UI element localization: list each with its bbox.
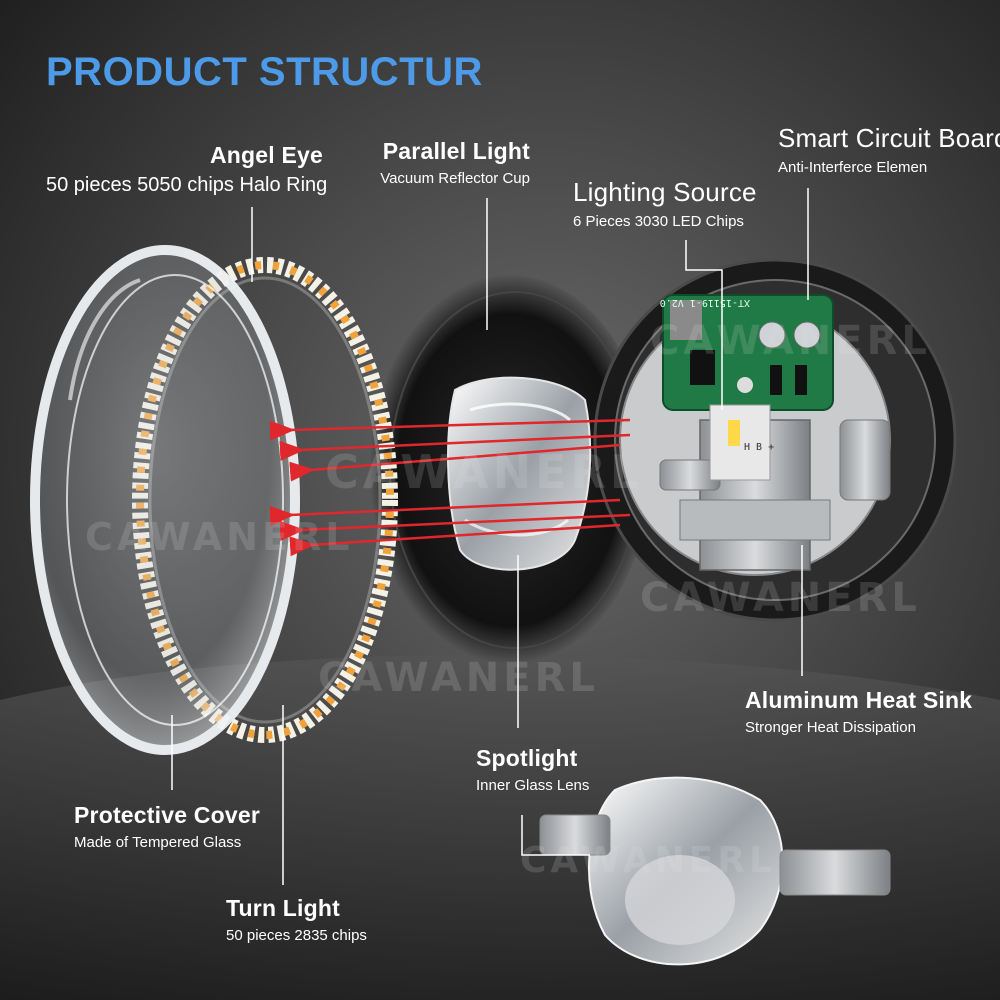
label-desc: Made of Tempered Glass xyxy=(74,834,242,851)
label-title: Spotlight xyxy=(476,745,578,771)
smart-circuit-board: XT-15119-1 V2.0 H B + xyxy=(660,294,834,481)
label-title: Protective Cover xyxy=(74,802,260,828)
aluminum-heat-sink xyxy=(659,419,891,571)
led-plate-print: H B + xyxy=(744,442,774,453)
label-turn-light: Turn Light 50 pieces 2835 chips xyxy=(226,895,367,944)
watermark: CAWANERL xyxy=(85,515,354,559)
watermark: CAWANERL xyxy=(520,840,776,881)
label-desc: 50 pieces 2835 chips xyxy=(226,927,367,944)
spotlight-lens-detail xyxy=(539,776,891,966)
label-aluminum-heat-sink: Aluminum Heat Sink Stronger Heat Dissipa… xyxy=(745,687,972,736)
label-title: Angel Eye xyxy=(209,142,323,168)
watermark: CAWANERL xyxy=(650,318,931,364)
page-title: PRODUCT STRUCTUR xyxy=(46,50,483,94)
label-smart-circuit-board: Smart Circuit Board Anti-Interferce Elem… xyxy=(778,123,1000,176)
label-title: Lighting Source xyxy=(573,177,757,207)
label-angel-eye: Angel Eye 50 pieces 5050 chips Halo Ring xyxy=(46,142,328,197)
protective-cover-glass xyxy=(30,245,300,755)
light-beam-arrows xyxy=(269,418,631,557)
watermark: CAWANERL xyxy=(318,655,599,701)
label-desc: Vacuum Reflector Cup xyxy=(380,170,530,187)
watermark: CAWANERL xyxy=(325,445,644,499)
label-protective-cover: Protective Cover Made of Tempered Glass xyxy=(74,802,260,851)
label-title: Smart Circuit Board xyxy=(778,123,1000,153)
label-desc: Stronger Heat Dissipation xyxy=(745,719,916,736)
label-desc: Inner Glass Lens xyxy=(476,777,590,794)
board-print-text: XT-15119-1 V2.0 xyxy=(660,297,750,308)
label-desc: 6 Pieces 3030 LED Chips xyxy=(573,213,744,230)
label-title: Turn Light xyxy=(226,895,340,921)
label-desc: 50 pieces 5050 chips Halo Ring xyxy=(46,174,328,196)
label-parallel-light: Parallel Light Vacuum Reflector Cup xyxy=(380,138,530,187)
label-title: Aluminum Heat Sink xyxy=(745,687,973,713)
watermark: CAWANERL xyxy=(640,575,921,621)
label-desc: Anti-Interferce Elemen xyxy=(778,159,928,176)
leader-lines xyxy=(171,188,809,885)
label-title: Parallel Light xyxy=(382,138,530,164)
label-lighting-source: Lighting Source 6 Pieces 3030 LED Chips xyxy=(573,177,757,230)
label-spotlight: Spotlight Inner Glass Lens xyxy=(476,745,589,794)
